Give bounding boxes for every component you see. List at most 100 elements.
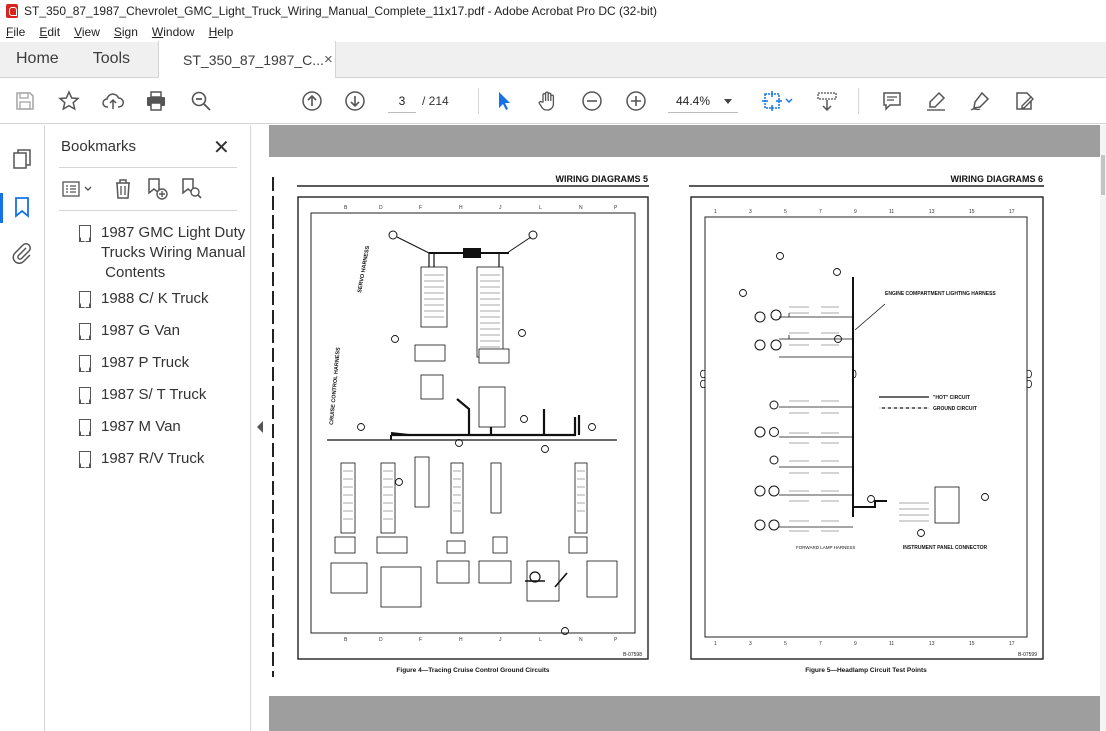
upload-cloud-icon[interactable] <box>101 89 125 113</box>
bookmark-icon <box>78 291 91 308</box>
bookmarks-panel-icon[interactable] <box>10 195 34 219</box>
toolbar-divider <box>478 88 479 114</box>
tab-bar: Home Tools ST_350_87_1987_C... × <box>0 41 1106 78</box>
bookmark-label: 1987 M Van <box>101 418 181 435</box>
bookmark-icon <box>78 323 91 340</box>
bookmarks-title: Bookmarks <box>61 138 137 155</box>
options-menu-icon[interactable] <box>61 177 95 201</box>
forward-lamp-label: FORWARD LAMP HARNESS <box>796 545 855 550</box>
tab-home[interactable]: Home <box>16 50 59 67</box>
svg-text:17: 17 <box>1009 209 1015 215</box>
engine-harness-label: ENGINE COMPARTMENT LIGHTING HARNESS <box>885 291 996 297</box>
zoom-search-icon[interactable] <box>189 89 213 113</box>
toolbar-divider <box>858 88 859 114</box>
svg-text:3: 3 <box>749 209 752 215</box>
select-cursor-icon[interactable] <box>492 89 516 113</box>
menu-edit[interactable]: Edit <box>39 25 61 39</box>
bookmark-star-icon[interactable] <box>57 89 81 113</box>
chevron-down-icon <box>724 99 732 104</box>
hot-circuit-label: "HOT" CIRCUIT <box>933 395 970 401</box>
scroll-mode-icon[interactable] <box>815 89 839 113</box>
left-page-code: B-07598 <box>623 652 642 658</box>
bookmark-icon <box>78 225 91 242</box>
acrobat-logo-icon <box>6 4 18 18</box>
menu-window[interactable]: Window <box>151 25 195 39</box>
bookmark-item[interactable]: 1987 R/V Truck <box>75 449 251 469</box>
bookmark-item[interactable]: 1987 M Van <box>75 417 251 437</box>
svg-text:3: 3 <box>749 641 752 647</box>
attachments-icon[interactable] <box>10 241 34 265</box>
hand-tool-icon[interactable] <box>536 89 560 113</box>
svg-text:D: D <box>379 637 383 643</box>
zoom-out-icon[interactable] <box>580 89 604 113</box>
menu-help[interactable]: Help <box>208 25 234 39</box>
bookmark-item[interactable]: 1988 C/ K Truck <box>75 289 251 309</box>
bookmark-item[interactable]: 1987 G Van <box>75 321 251 341</box>
collapse-panel-icon[interactable] <box>257 421 263 433</box>
scrollbar-thumb[interactable] <box>1101 155 1105 195</box>
tab-close-icon[interactable]: × <box>323 51 333 68</box>
bookmark-label: 1987 R/V Truck <box>101 450 205 467</box>
panel-splitter[interactable] <box>251 125 269 731</box>
right-page-caption: Figure 5—Headlamp Circuit Test Points <box>805 667 927 674</box>
bookmark-icon <box>78 355 91 372</box>
right-page-code: B-07599 <box>1018 652 1037 658</box>
new-bookmark-icon[interactable] <box>145 177 169 201</box>
bookmark-label: Contents <box>101 264 166 281</box>
print-icon[interactable] <box>144 89 168 113</box>
ground-circuit-label: GROUND CIRCUIT <box>933 406 977 412</box>
svg-text:H: H <box>459 637 463 643</box>
svg-text:7: 7 <box>819 641 822 647</box>
fill-sign-icon[interactable] <box>1012 89 1036 113</box>
tab-tools[interactable]: Tools <box>92 50 131 67</box>
page-number-input[interactable]: 3 <box>388 89 416 113</box>
zoom-level-value: 44.4% <box>676 94 711 108</box>
fit-page-icon[interactable] <box>760 89 794 113</box>
sign-pen-icon[interactable] <box>968 89 992 113</box>
page-total: / 214 <box>422 94 449 108</box>
vertical-scrollbar[interactable] <box>1100 125 1106 731</box>
page-up-icon[interactable] <box>300 89 324 113</box>
bookmark-item[interactable]: 1987 P Truck <box>75 353 251 373</box>
bookmark-item[interactable]: 1987 S/ T Truck <box>75 385 251 405</box>
menu-file[interactable]: File <box>6 25 26 39</box>
svg-text:17: 17 <box>1009 641 1015 647</box>
ip-connector-label: INSTRUMENT PANEL CONNECTOR <box>903 545 988 551</box>
svg-text:J: J <box>499 205 502 211</box>
toolbar: 3 / 214 44.4% <box>0 78 1106 124</box>
svg-text:N: N <box>579 205 583 211</box>
svg-text:J: J <box>499 637 502 643</box>
svg-text:P: P <box>614 205 618 211</box>
window-title: ST_350_87_1987_Chevrolet_GMC_Light_Truck… <box>24 4 658 18</box>
close-icon[interactable]: ✕ <box>213 137 230 159</box>
svg-text:H: H <box>459 205 463 211</box>
svg-text:7: 7 <box>819 209 822 215</box>
zoom-in-icon[interactable] <box>624 89 648 113</box>
svg-text:L: L <box>539 637 542 643</box>
page-thumbnails-icon[interactable] <box>10 147 34 171</box>
highlight-pen-icon[interactable] <box>924 89 948 113</box>
svg-text:15: 15 <box>969 641 975 647</box>
tab-document[interactable]: ST_350_87_1987_C... × <box>158 41 337 78</box>
divider <box>59 167 237 168</box>
divider <box>59 210 237 211</box>
cruise-harness-label: CRUISE CONTROL HARNESS <box>329 347 342 425</box>
svg-text:13: 13 <box>929 209 935 215</box>
delete-icon[interactable] <box>111 177 135 201</box>
right-page-header: WIRING DIAGRAMS 6 <box>950 174 1043 184</box>
find-bookmark-icon[interactable] <box>179 177 203 201</box>
save-icon[interactable] <box>13 89 37 113</box>
rail-active-indicator <box>0 193 3 223</box>
page-down-icon[interactable] <box>343 89 367 113</box>
svg-text:L: L <box>539 205 542 211</box>
svg-text:1: 1 <box>714 209 717 215</box>
svg-text:11: 11 <box>889 641 894 647</box>
svg-text:P: P <box>614 637 618 643</box>
menu-view[interactable]: View <box>74 25 100 39</box>
zoom-level-select[interactable]: 44.4% <box>668 89 738 113</box>
comment-icon[interactable] <box>880 89 904 113</box>
menu-sign[interactable]: Sign <box>113 25 138 39</box>
